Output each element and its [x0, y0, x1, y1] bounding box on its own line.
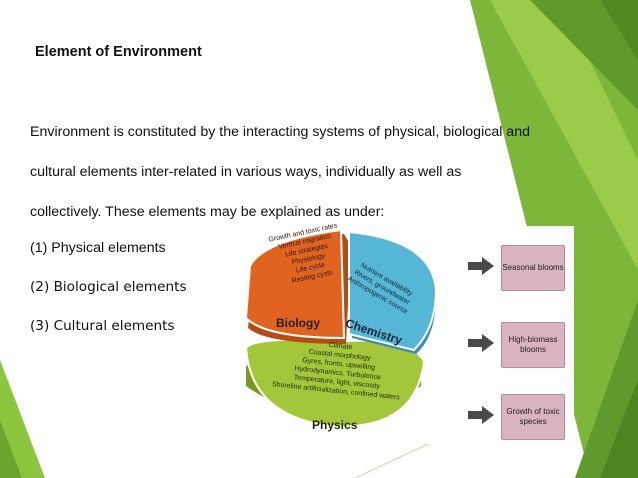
- right-arrow-icon: [468, 334, 494, 352]
- paragraph-line-3: collectively. These elements may be expl…: [30, 204, 385, 220]
- slide-title: Element of Environment: [35, 44, 202, 60]
- right-arrow-icon: [468, 257, 494, 275]
- paragraph-line-1: Environment is constituted by the intera…: [30, 124, 530, 140]
- list-item-physical: (1) Physical elements: [30, 240, 166, 256]
- list-item-biological: (2) Biological elements: [30, 279, 187, 295]
- paragraph-line-2: cultural elements inter-related in vario…: [30, 164, 462, 180]
- outcome-box-toxic-species: Growth of toxic species: [501, 394, 565, 440]
- outcome-box-high-biomass-blooms: High-biomass blooms: [501, 322, 565, 368]
- physics-label: Physics: [312, 418, 358, 432]
- list-item-cultural: (3) Cultural elements: [30, 318, 175, 334]
- environment-factors-figure: Growth and toxic rates Vertical migratio…: [236, 222, 574, 444]
- outcome-box-seasonal-blooms: Seasonal blooms: [501, 245, 565, 291]
- biology-label: Biology: [276, 316, 320, 330]
- factors-pie-diagram: [244, 228, 438, 428]
- right-arrow-icon: [468, 406, 494, 424]
